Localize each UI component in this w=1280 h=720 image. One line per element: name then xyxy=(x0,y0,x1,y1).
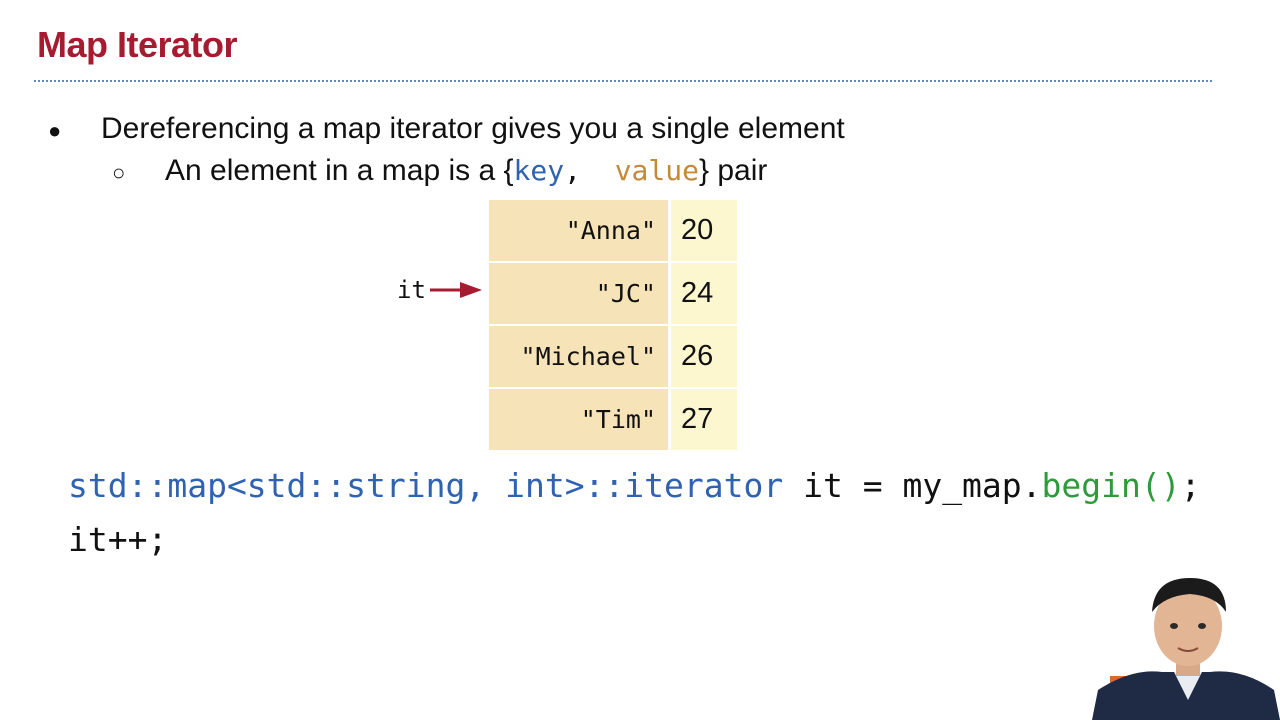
sub-bullet-text: An element in a map is a {key, value} pa… xyxy=(165,154,767,188)
code-middle: it = my_map. xyxy=(783,466,1042,505)
sub-bullet-marker: ○ xyxy=(112,160,126,185)
map-row: "JC" 24 xyxy=(489,263,737,326)
map-key: "Tim" xyxy=(489,389,671,452)
code-line-2: it++; xyxy=(68,520,168,559)
map-value: 26 xyxy=(671,326,737,389)
code-type: std::map<std::string, int>::iterator xyxy=(68,466,784,505)
slide-title: Map Iterator xyxy=(37,24,238,65)
map-value: 24 xyxy=(671,263,737,326)
bullet-marker: ● xyxy=(48,118,62,143)
code-method: begin() xyxy=(1041,466,1181,505)
map-row: "Anna" 20 xyxy=(489,200,737,263)
keyword-comma: , xyxy=(564,154,581,187)
presenter-video xyxy=(1092,578,1280,720)
keyword-value: value xyxy=(614,154,699,187)
title-divider xyxy=(34,80,1212,82)
map-key: "JC" xyxy=(489,263,671,326)
code-end: ; xyxy=(1180,466,1201,505)
iterator-label: it xyxy=(397,276,426,304)
iterator-arrow-icon xyxy=(430,282,482,298)
map-row: "Michael" 26 xyxy=(489,326,737,389)
map-key: "Michael" xyxy=(489,326,671,389)
map-table: "Anna" 20 "JC" 24 "Michael" 26 "Tim" 27 xyxy=(489,200,737,452)
map-key: "Anna" xyxy=(489,200,671,263)
brace-open: { xyxy=(503,154,514,187)
keyword-key: key xyxy=(513,154,565,187)
map-value: 27 xyxy=(671,389,737,452)
sub-bullet-prefix: An element in a map is a xyxy=(165,154,504,187)
bullet-text: Dereferencing a map iterator gives you a… xyxy=(101,112,845,145)
sub-bullet-suffix: pair xyxy=(709,154,768,187)
map-value: 20 xyxy=(671,200,737,263)
code-line-1: std::map<std::string, int>::iterator it … xyxy=(68,466,1200,505)
brace-close: } xyxy=(699,154,710,187)
map-row: "Tim" 27 xyxy=(489,389,737,452)
